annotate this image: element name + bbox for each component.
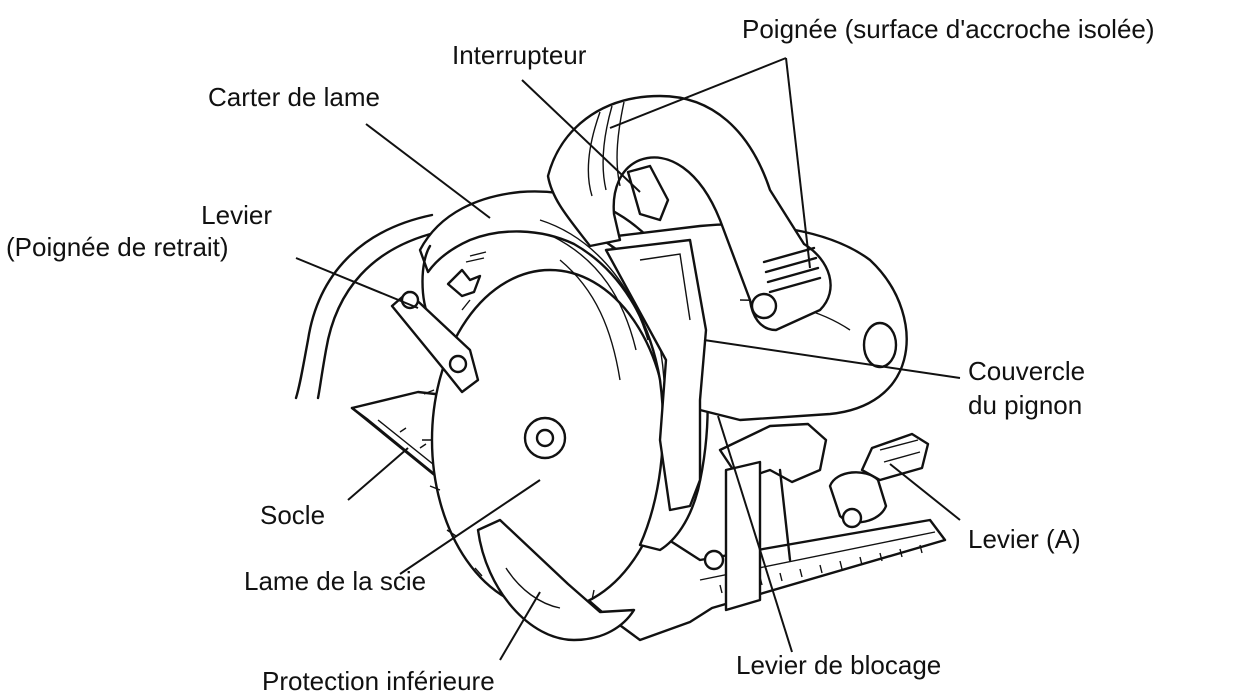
leader-socle xyxy=(347,447,409,501)
leader-carter xyxy=(365,123,491,219)
label-levier-line1: Levier xyxy=(201,200,272,230)
leader-protection xyxy=(499,591,541,661)
leader-couvercle xyxy=(703,339,961,379)
leader-lame xyxy=(399,479,541,575)
label-carter: Carter de lame xyxy=(208,82,380,112)
handle xyxy=(546,94,832,332)
label-interrupteur: Interrupteur xyxy=(452,40,587,70)
leader-levier-blocage xyxy=(717,415,793,653)
leader-levier-a xyxy=(889,463,961,521)
leader-lines xyxy=(295,57,961,661)
label-lame: Lame de la scie xyxy=(244,566,426,596)
leader-poignee-grip xyxy=(785,57,811,269)
label-levier-a: Levier (A) xyxy=(968,524,1081,554)
label-socle: Socle xyxy=(260,500,325,530)
pinion-cover xyxy=(604,238,708,512)
leader-levier xyxy=(295,257,419,309)
label-couvercle-line1: Couvercle xyxy=(968,356,1085,386)
handle-grip-ribs xyxy=(587,101,822,294)
retract-lever xyxy=(390,290,480,394)
saw-illustration xyxy=(294,94,947,642)
label-levier-line2: (Poignée de retrait) xyxy=(6,232,229,262)
leader-interrupteur xyxy=(521,79,641,193)
label-poignee: Poignée (surface d'accroche isolée) xyxy=(742,14,1155,44)
label-levier-blocage: Levier de blocage xyxy=(736,650,941,680)
lever-a xyxy=(828,432,930,529)
label-protection: Protection inférieure xyxy=(262,666,495,696)
power-cord xyxy=(294,213,440,400)
switch-trigger xyxy=(626,164,670,222)
saw-blade xyxy=(422,268,670,642)
leader-poignee-top xyxy=(609,57,787,129)
label-couvercle-line2: du pignon xyxy=(968,390,1082,420)
labels: Poignée (surface d'accroche isolée) Inte… xyxy=(6,14,1155,696)
locking-lever xyxy=(703,422,828,612)
